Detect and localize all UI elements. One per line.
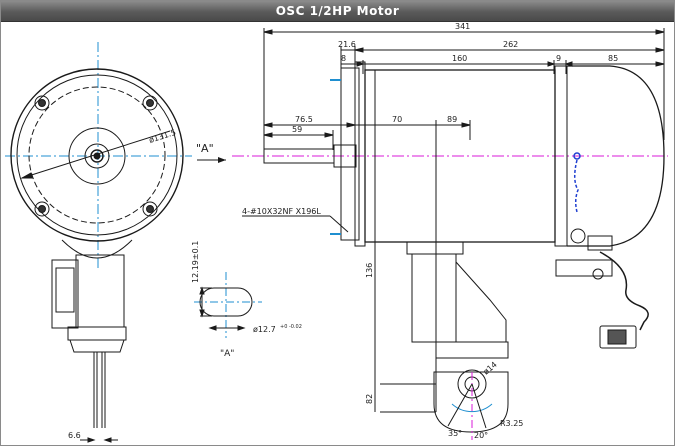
power-cable bbox=[599, 251, 649, 331]
side-yoke-flare bbox=[455, 260, 507, 343]
dim-82-label: 82 bbox=[365, 394, 374, 404]
dim-262-label: 262 bbox=[503, 40, 518, 49]
bolt-top-left bbox=[34, 95, 50, 111]
hole-14-label: ø14 bbox=[482, 360, 499, 377]
front-view: ø131.5 6.6 bbox=[5, 42, 192, 443]
side-yoke-body bbox=[411, 253, 457, 343]
dim-76-5-label: 76.5 bbox=[295, 115, 313, 124]
view-a-label: "A" bbox=[196, 142, 214, 155]
dim-89-label: 89 bbox=[447, 115, 457, 124]
dim-136-label: 136 bbox=[365, 263, 374, 278]
dim-9-label: 9 bbox=[556, 54, 561, 63]
dim-85-label: 85 bbox=[608, 54, 618, 63]
yoke-lower bbox=[67, 326, 127, 341]
screw-note-label: 4-#10X32NF X196L bbox=[242, 207, 321, 216]
yoke-foot bbox=[69, 339, 125, 353]
dim-21-6-label: 21.6 bbox=[338, 40, 356, 49]
angle-35-label: 35° bbox=[448, 429, 462, 438]
motor-end-bell bbox=[10, 68, 184, 242]
pivot-hub-outer bbox=[457, 369, 487, 399]
shaft-collar bbox=[333, 144, 357, 168]
dim-59-label: 59 bbox=[292, 125, 302, 134]
radius-label: R3.25 bbox=[500, 419, 523, 428]
bolt-bottom-left bbox=[34, 201, 50, 217]
dim-160-label: 160 bbox=[452, 54, 467, 63]
side-yoke-base bbox=[435, 341, 509, 359]
hub-outer bbox=[68, 127, 126, 185]
bolt-circle-label: ø131.5 bbox=[148, 128, 177, 145]
bolt-circle bbox=[28, 86, 166, 224]
rod-spacing-label: 6.6 bbox=[68, 431, 81, 440]
bolt-bottom-right bbox=[142, 201, 158, 217]
yoke-block-left bbox=[51, 259, 79, 329]
pivot-plate bbox=[433, 371, 509, 433]
side-yoke-neck bbox=[406, 241, 464, 255]
angle-20-label: 20° bbox=[474, 431, 488, 440]
dim-70-label: 70 bbox=[392, 115, 402, 124]
front-flange bbox=[340, 67, 360, 241]
cable-connector bbox=[599, 325, 637, 349]
hub-boss bbox=[84, 143, 110, 169]
yoke-body bbox=[75, 254, 125, 328]
view-a-arrow: "A" bbox=[196, 142, 226, 163]
shaft-tol-label: +0 -0.02 bbox=[280, 324, 302, 330]
bolt-top-right bbox=[142, 95, 158, 111]
page-title: OSC 1/2HP Motor bbox=[275, 4, 400, 18]
view-a-section-label: "A" bbox=[220, 349, 234, 359]
cable-line bbox=[574, 159, 579, 213]
motor-band bbox=[554, 65, 568, 247]
total-length-label: 341 bbox=[455, 22, 470, 31]
dim-8-label: 8 bbox=[341, 54, 346, 63]
title-bar: OSC 1/2HP Motor bbox=[1, 1, 674, 22]
shaft-section-view: 12.19±0.1 ø12.7 +0 -0.02 "A" bbox=[191, 241, 302, 359]
yoke-block-inner bbox=[55, 267, 75, 313]
front-neck bbox=[61, 239, 133, 259]
motor-rear-cap bbox=[567, 65, 665, 247]
shaft-dia-label: ø12.7 bbox=[253, 325, 276, 334]
pivot-arc bbox=[451, 403, 493, 413]
shaft-key-label: 12.19±0.1 bbox=[191, 241, 200, 283]
side-view: 341 21.6 262 8 160 9 85 76.5 59 70 bbox=[232, 22, 668, 440]
motor-end-bell-inner bbox=[16, 74, 178, 236]
bolt-circle-leader bbox=[21, 130, 171, 179]
